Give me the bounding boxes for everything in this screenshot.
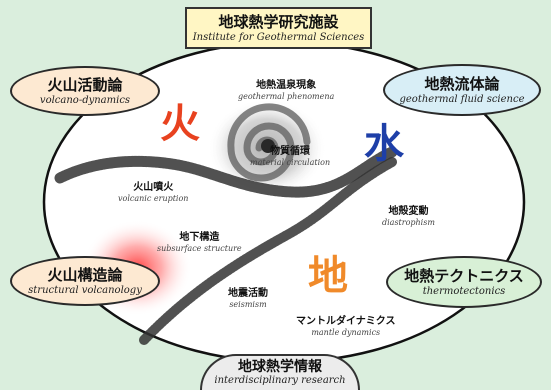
interdisciplinary-box: 地球熱学情報 interdisciplinary research	[200, 354, 360, 390]
label-diastrophism: 地殻変動 diastrophism	[382, 206, 435, 228]
label-volcanic-eruption-jp: 火山噴火	[133, 182, 174, 193]
label-mantle-dynamics-en: mantle dynamics	[311, 328, 381, 337]
label-geothermal-phenomena-en: geothermal phenomena	[238, 92, 335, 101]
field-volcano-dynamics: 火山活動論 volcano-dynamics	[10, 66, 160, 116]
label-material-circulation-jp: 物質循環	[270, 146, 311, 157]
field-geothermal-fluid-en: geothermal fluid science	[399, 93, 525, 105]
field-volcano-dynamics-jp: 火山活動論	[47, 75, 123, 94]
label-material-circulation-en: material circulation	[250, 158, 331, 167]
label-mantle-dynamics: マントルダイナミクス mantle dynamics	[296, 316, 396, 338]
label-diastrophism-jp: 地殻変動	[388, 206, 429, 217]
label-volcanic-eruption: 火山噴火 volcanic eruption	[118, 182, 188, 204]
institute-title-jp: 地球熱学研究施設	[218, 12, 339, 31]
label-diastrophism-en: diastrophism	[382, 218, 435, 227]
field-structural-volcanology-jp: 火山構造論	[47, 265, 123, 284]
field-thermotectonics-jp: 地熱テクトニクス	[404, 266, 524, 285]
element-earth: 地	[308, 252, 348, 299]
field-thermotectonics: 地熱テクトニクス thermotectonics	[386, 256, 542, 308]
field-structural-volcanology-en: structural volcanology	[28, 284, 142, 296]
label-seismism: 地震活動 seismism	[228, 288, 268, 310]
field-thermotectonics-en: thermotectonics	[422, 285, 506, 297]
field-geothermal-fluid-jp: 地熱流体論	[424, 74, 500, 93]
field-geothermal-fluid: 地熱流体論 geothermal fluid science	[383, 64, 541, 116]
institute-title-en: Institute for Geothermal Sciences	[192, 31, 365, 43]
label-seismism-jp: 地震活動	[228, 288, 268, 299]
field-structural-volcanology: 火山構造論 structural volcanology	[10, 256, 160, 306]
lower-fault-band	[139, 157, 397, 345]
institute-title-box: 地球熱学研究施設 Institute for Geothermal Scienc…	[185, 7, 372, 49]
label-geothermal-phenomena-jp: 地熱温泉現象	[256, 80, 317, 91]
label-material-circulation: 物質循環 material circulation	[250, 146, 330, 168]
label-subsurface-structure-en: subsurface structure	[157, 244, 242, 253]
label-subsurface-structure-jp: 地下構造	[179, 232, 220, 243]
label-geothermal-phenomena: 地熱温泉現象 geothermal phenomena	[238, 80, 334, 102]
label-mantle-dynamics-jp: マントルダイナミクス	[296, 316, 396, 327]
label-seismism-en: seismism	[229, 300, 267, 309]
element-fire: 火	[160, 100, 200, 147]
element-water: 水	[364, 120, 404, 167]
interdisciplinary-en: interdisciplinary research	[214, 375, 346, 386]
field-volcano-dynamics-en: volcano-dynamics	[39, 94, 131, 106]
upper-fault-band	[54, 146, 398, 198]
label-subsurface-structure: 地下構造 subsurface structure	[157, 232, 242, 254]
interdisciplinary-jp: 地球熱学情報	[238, 359, 322, 375]
label-volcanic-eruption-en: volcanic eruption	[118, 194, 189, 203]
swirl-vortex	[209, 100, 325, 196]
